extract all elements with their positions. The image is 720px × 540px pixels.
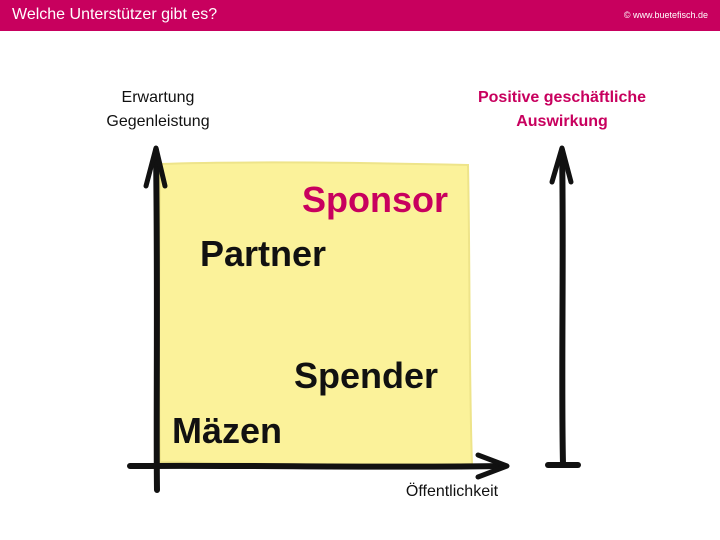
- label-spender: Spender: [294, 355, 439, 396]
- y-axis-label-line-2: Gegenleistung: [106, 113, 210, 130]
- label-partner: Partner: [200, 233, 327, 274]
- impact-label-line-2: Auswirkung: [516, 113, 608, 130]
- copyright-credit: © www.buetefisch.de: [623, 10, 708, 20]
- x-axis-arrow: [127, 452, 510, 480]
- y-axis-label-line-1: Erwartung: [121, 89, 195, 106]
- y-axis-label: Erwartung Gegenleistung: [98, 86, 218, 134]
- impact-label: Positive geschäftliche Auswirkung: [462, 86, 662, 134]
- impact-arrow: [545, 145, 581, 468]
- impact-label-line-1: Positive geschäftliche: [477, 89, 647, 106]
- header-bar: Welche Unterstützer gibt es? © www.buete…: [0, 0, 720, 31]
- label-maezen: Mäzen: [172, 410, 283, 451]
- y-axis-arrow: [143, 145, 168, 493]
- slide-title: Welche Unterstützer gibt es?: [12, 6, 218, 23]
- x-axis-label: Öffentlichkeit: [405, 483, 499, 500]
- label-sponsor: Sponsor: [302, 179, 449, 220]
